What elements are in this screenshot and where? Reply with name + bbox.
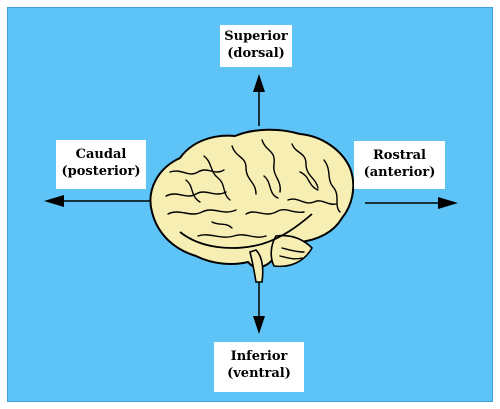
caudal-posterior-label: Caudal (posterior) — [56, 140, 146, 189]
rostral-anterior-label: Rostral (anterior) — [354, 141, 445, 189]
arrow-up-icon — [253, 74, 265, 126]
superior-dorsal-label: Superior (dorsal) — [220, 25, 292, 67]
superior-label-line2: (dorsal) — [220, 45, 292, 62]
inferior-ventral-label: Inferior (ventral) — [214, 342, 304, 392]
arrow-down-icon — [253, 280, 265, 334]
brain-illustration — [150, 130, 353, 282]
caudal-label-line1: Caudal — [56, 146, 146, 163]
rostral-label-line2: (anterior) — [354, 164, 445, 181]
inferior-label-line2: (ventral) — [214, 365, 304, 382]
inferior-label-line1: Inferior — [214, 348, 304, 365]
superior-label-line1: Superior — [220, 28, 292, 45]
arrow-right-icon — [365, 197, 458, 209]
rostral-label-line1: Rostral — [354, 147, 445, 164]
arrow-left-icon — [44, 195, 150, 207]
caudal-label-line2: (posterior) — [56, 163, 146, 180]
